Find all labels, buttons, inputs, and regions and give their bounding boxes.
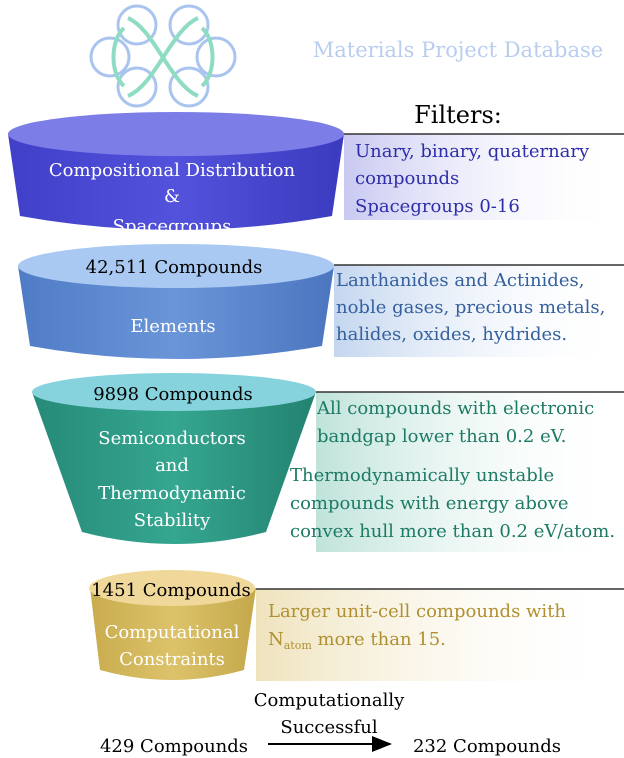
stage-3-filter-line: Thermodynamically unstable [290, 465, 554, 486]
stage-4-count: 1451 Compounds [91, 580, 251, 601]
stage-2-filter-line: halides, oxides, hydrides. [336, 324, 567, 345]
stage-4-funnel-body [90, 588, 256, 680]
stage-1-filter-line: Unary, binary, quaternary [355, 141, 590, 162]
stage-2-label-line: Elements [130, 316, 215, 337]
stage-3-label-line: Thermodynamic [98, 483, 246, 504]
arrow-label: Computationally Successful [254, 690, 405, 738]
stage-3-filter-line: compounds with energy above [290, 493, 569, 514]
stage-2-filter-line: noble gases, precious metals, [336, 297, 605, 318]
stage-1-filter-line: Spacegroups 0-16 [355, 196, 520, 217]
stage-4-funnel-top [89, 570, 255, 606]
stage-3-funnel-body [32, 392, 316, 544]
stage-1-filter-text: Unary, binary, quaternary compounds Spac… [355, 141, 590, 217]
materials-project-logo [89, 4, 237, 108]
stage-1-funnel-body [8, 134, 344, 230]
stage-3-label-line: and [155, 455, 189, 476]
stage-2-filter-line: Lanthanides and Actinides, [336, 270, 584, 291]
stage-2-funnel-body [18, 266, 334, 359]
natom-subscript: atom [284, 639, 313, 652]
natom-suffix: more than 15. [312, 629, 446, 650]
stage-2-filter-band [334, 265, 624, 357]
stage-3-filter-text: All compounds with electronic bandgap lo… [290, 398, 615, 542]
database-title: Materials Project Database [313, 38, 603, 62]
stage-3-filter-line: bandgap lower than 0.2 eV. [317, 426, 566, 447]
stage-1-label-line: Spacegroups [113, 216, 232, 237]
arrow-label-line: Successful [280, 717, 377, 738]
stage-4-label-line: Constraints [119, 649, 225, 670]
stage-4-label: Computational Constraints [105, 622, 240, 670]
filters-heading: Filters: [414, 101, 502, 129]
stage-2-funnel-top [18, 244, 334, 288]
stage-2-filter-text: Lanthanides and Actinides, noble gases, … [336, 270, 605, 345]
stage-3-label-line: Semiconductors [98, 428, 245, 449]
stage-4-filter-line: Larger unit-cell compounds with [268, 601, 566, 622]
successful-compounds-count: 232 Compounds [413, 736, 561, 757]
stage-1-label-line: Compositional Distribution [49, 160, 296, 181]
stage-3-count: 9898 Compounds [93, 384, 253, 405]
stage-1-funnel-top [8, 112, 344, 156]
stage-2-count: 42,511 Compounds [86, 257, 263, 278]
stage-4-filter-line-2: Natom more than 15. [268, 629, 446, 652]
stage-3-label-line: Stability [134, 510, 211, 531]
arrow-label-line: Computationally [254, 690, 405, 711]
stage-1-label: Compositional Distribution & Spacegroups [49, 160, 296, 237]
stage-4-filter-band [256, 589, 624, 681]
stage-1-label-line: & [164, 186, 180, 207]
stage-3-filter-line: All compounds with electronic [316, 398, 594, 419]
input-compounds-count: 429 Compounds [100, 736, 248, 757]
stage-4-label-line: Computational [105, 622, 240, 643]
stage-3-filter-band [316, 392, 624, 552]
stage-1-filter-line: compounds [355, 168, 459, 189]
stage-3-filter-line: convex hull more than 0.2 eV/atom. [290, 521, 615, 542]
stage-1-filter-band [344, 134, 624, 220]
stage-3-label: Semiconductors and Thermodynamic Stabili… [98, 428, 246, 531]
stage-4-filter-text: Larger unit-cell compounds with Natom mo… [268, 601, 566, 652]
stage-3-funnel-top [32, 373, 316, 411]
natom-symbol: N [268, 629, 284, 650]
